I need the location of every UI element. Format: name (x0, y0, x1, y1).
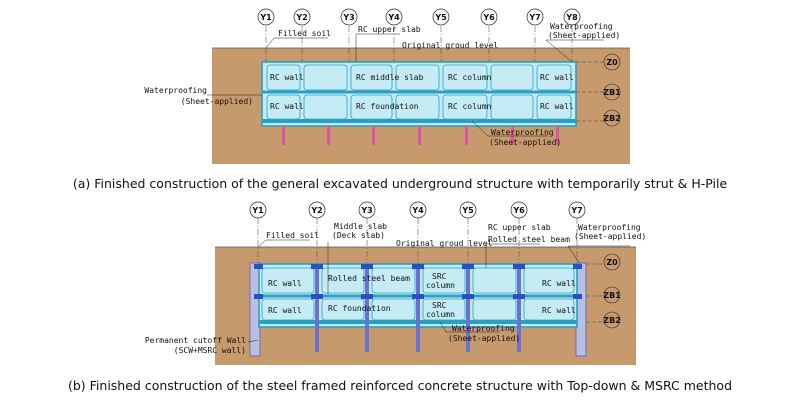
grid-label-b-y7: Y7 (570, 206, 582, 215)
label-original-ground-b: Original groud level (396, 239, 493, 248)
label-original-ground-a: Original groud level (402, 41, 499, 50)
caption-b: (b) Finished construction of the steel f… (68, 378, 732, 393)
level-label-zb2: ZB2 (603, 114, 620, 123)
label-rc-wall-4-b: RC wall (542, 306, 576, 315)
label-rolled-steel-beam-top-b: Rolled steel beam (488, 235, 570, 244)
label-rc-wall-2-b: RC wall (542, 279, 576, 288)
label-filled-soil-a: Filled soil (278, 29, 331, 38)
leaders-b (247, 239, 630, 343)
label-rc-foundation-b: RC foundation (328, 304, 391, 313)
grid-label-y7: Y7 (528, 13, 540, 22)
grid-label-b-y5: Y5 (461, 206, 474, 215)
grid-labels-b: Y1 Y2 Y3 Y4 Y5 Y6 Y7 (251, 206, 582, 215)
label-rc-wall-1-b: RC wall (268, 279, 302, 288)
label-rc-column-1-a: RC column (448, 73, 492, 82)
cells-b (261, 267, 575, 321)
steel-beams-b (254, 264, 582, 299)
label-waterproofing-top-1-a: Waterproofing (550, 22, 613, 31)
diagram-b: Y1 Y2 Y3 Y4 Y5 Y6 Y7 Z0 ZB1 ZB2 (68, 201, 732, 393)
grid-label-y5: Y5 (434, 13, 447, 22)
label-waterproofing-bottom-2-b: (Sheet-applied) (448, 334, 520, 343)
label-rc-wall-1-a: RC wall (270, 73, 304, 82)
label-filled-soil-b: Filled soil (266, 231, 319, 240)
label-waterproofing-top-1-b: Waterproofing (578, 223, 641, 232)
label-waterproofing-bottom-1-b: Waterproofing (452, 324, 515, 333)
cells-a (266, 64, 572, 120)
label-waterproofing-left-2-a: (Sheet-applied) (181, 97, 253, 106)
label-rc-upper-slab-a: RC upper slab (358, 25, 421, 34)
label-rc-wall-3-b: RC wall (268, 306, 302, 315)
caption-a: (a) Finished construction of the general… (73, 176, 728, 191)
label-waterproofing-top-2-b: (Sheet-applied) (574, 232, 646, 241)
label-src-column-1b-b: column (426, 281, 455, 290)
h-piles-a (282, 126, 559, 145)
grid-circles-a (257, 8, 581, 26)
labels-a: Filled soil RC upper slab Original groud… (144, 22, 620, 147)
label-rc-middle-slab-a: RC middle slab (356, 73, 424, 82)
level-markers-b: Z0 ZB1 ZB2 (586, 253, 621, 329)
labels-b: Filled soil Middle slab (Deck slab) Orig… (145, 222, 646, 355)
steel-columns-b (315, 264, 521, 352)
level-label-b-zb1: ZB1 (603, 291, 621, 300)
grid-label-b-y2: Y2 (310, 206, 322, 215)
level-markers-a: Z0 ZB1 ZB2 (576, 53, 621, 127)
label-middle-slab-1-b: Middle slab (334, 222, 387, 231)
label-rc-foundation-a: RC foundation (356, 102, 419, 111)
grid-label-y1: Y1 (259, 13, 272, 22)
grid-label-b-y3: Y3 (360, 206, 372, 215)
label-rolled-steel-beam-mid-b: Rolled steel beam (328, 274, 410, 283)
label-rc-wall-2-a: RC wall (540, 73, 574, 82)
grid-label-y8: Y8 (565, 13, 578, 22)
label-rc-column-2-a: RC column (448, 102, 492, 111)
label-rc-upper-slab-b: RC upper slab (488, 223, 551, 232)
label-rc-wall-3-a: RC wall (270, 102, 304, 111)
structure-a (261, 61, 577, 127)
label-src-column-2a-b: SRC (432, 301, 447, 310)
label-waterproofing-bottom-2-a: (Sheet-applied) (489, 138, 561, 147)
label-cutoff-wall-1-b: Permanent cutoff Wall (145, 336, 246, 345)
label-src-column-1a-b: SRC (432, 272, 447, 281)
grid-label-b-y4: Y4 (411, 206, 424, 215)
label-waterproofing-bottom-1-a: Waterproofing (491, 128, 554, 137)
label-cutoff-wall-2-b: (SCW+MSRC wall) (174, 346, 246, 355)
grid-label-y4: Y4 (387, 13, 400, 22)
grid-label-b-y1: Y1 (251, 206, 264, 215)
grid-label-y3: Y3 (342, 13, 354, 22)
level-label-b-zb2: ZB2 (603, 316, 620, 325)
grid-labels-a: Y1 Y2 Y3 Y4 Y5 Y6 Y7 Y8 (259, 13, 578, 22)
label-src-column-2b-b: column (426, 310, 455, 319)
grid-circles-b (249, 201, 586, 219)
label-middle-slab-2-b: (Deck slab) (332, 231, 385, 240)
label-waterproofing-top-2-a: (Sheet-applied) (548, 31, 620, 40)
leaders-a (207, 33, 604, 137)
level-label-z0: Z0 (606, 58, 618, 67)
level-label-b-z0: Z0 (606, 258, 618, 267)
label-waterproofing-left-1-a: Waterproofing (144, 86, 207, 95)
label-rc-wall-4-a: RC wall (540, 102, 574, 111)
level-label-zb1: ZB1 (603, 88, 621, 97)
grid-label-b-y6: Y6 (512, 206, 525, 215)
grid-label-y6: Y6 (482, 13, 495, 22)
diagram-a: Y1 Y2 Y3 Y4 Y5 Y6 Y7 Y8 Z0 ZB1 ZB2 (73, 8, 728, 191)
grid-label-y2: Y2 (295, 13, 307, 22)
